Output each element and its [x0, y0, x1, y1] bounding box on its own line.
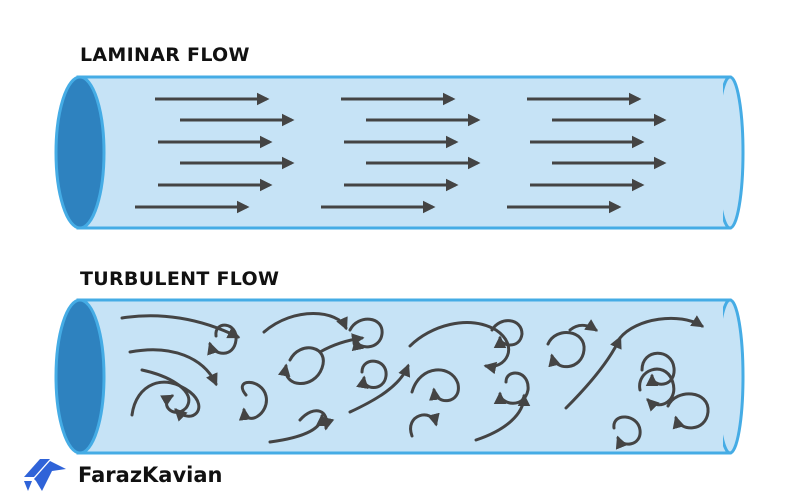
laminar-pipe-seam-cover [78, 79, 723, 226]
turbulent-swirl-arrow-icon [268, 413, 329, 444]
turbulent-swirl-arrow-icon [666, 392, 710, 430]
turbulent-swirl-arrow-icon [564, 335, 622, 410]
turbulent-flow-title: TURBULENT FLOW [80, 268, 280, 290]
turbulent-swirl-arrow-icon [638, 367, 676, 412]
turbulent-swirl-arrow-icon [568, 319, 599, 332]
turbulent-swirl-arrow-icon [640, 351, 676, 387]
turbulent-swirl-arrow-icon [120, 314, 241, 339]
turbulent-swirl-arrow-icon [612, 415, 642, 450]
turbulent-swirl-arrow-icon [262, 312, 348, 334]
laminar-flow-title: LAMINAR FLOW [80, 44, 250, 66]
brand-name: FarazKavian [78, 463, 223, 487]
turbulent-swirl-arrow-icon [356, 359, 388, 389]
turbulent-pipe [54, 298, 745, 455]
turbulent-swirl-arrow-icon [278, 346, 325, 385]
turbulent-swirl-arrow-icon [490, 319, 524, 349]
turbulent-swirl-arrow-icon [298, 409, 335, 431]
turbulent-swirl-arrow-icon [409, 412, 440, 438]
turbulent-swirl-arrow-icon [546, 331, 586, 368]
brand: FarazKavian [22, 455, 223, 495]
laminar-arrows [135, 92, 667, 214]
turbulent-swirl-arrow-icon [128, 348, 218, 387]
turbulent-swirl-arrow-icon [493, 371, 530, 405]
turbulent-swirl-arrow-icon [348, 363, 411, 414]
turbulent-swirl-arrow-icon [410, 368, 460, 402]
turbulent-swirl-arrow-icon [130, 380, 201, 422]
farazkavian-logo-icon [24, 459, 66, 491]
turbulent-swirl-arrow-icon [318, 333, 365, 354]
turbulent-swirl-arrow-icon [618, 315, 705, 340]
laminar-pipe-inlet [54, 75, 106, 230]
turbulent-pipe-inlet [54, 298, 106, 455]
turbulent-swirl-arrow-icon [238, 380, 268, 421]
turbulent-swirl-arrow-icon [348, 317, 384, 352]
turbulent-arrows [120, 312, 710, 450]
turbulent-swirl-arrow-icon [140, 368, 191, 414]
turbulent-swirl-arrow-icon [408, 321, 511, 375]
turbulent-swirl-arrow-icon [207, 323, 238, 356]
